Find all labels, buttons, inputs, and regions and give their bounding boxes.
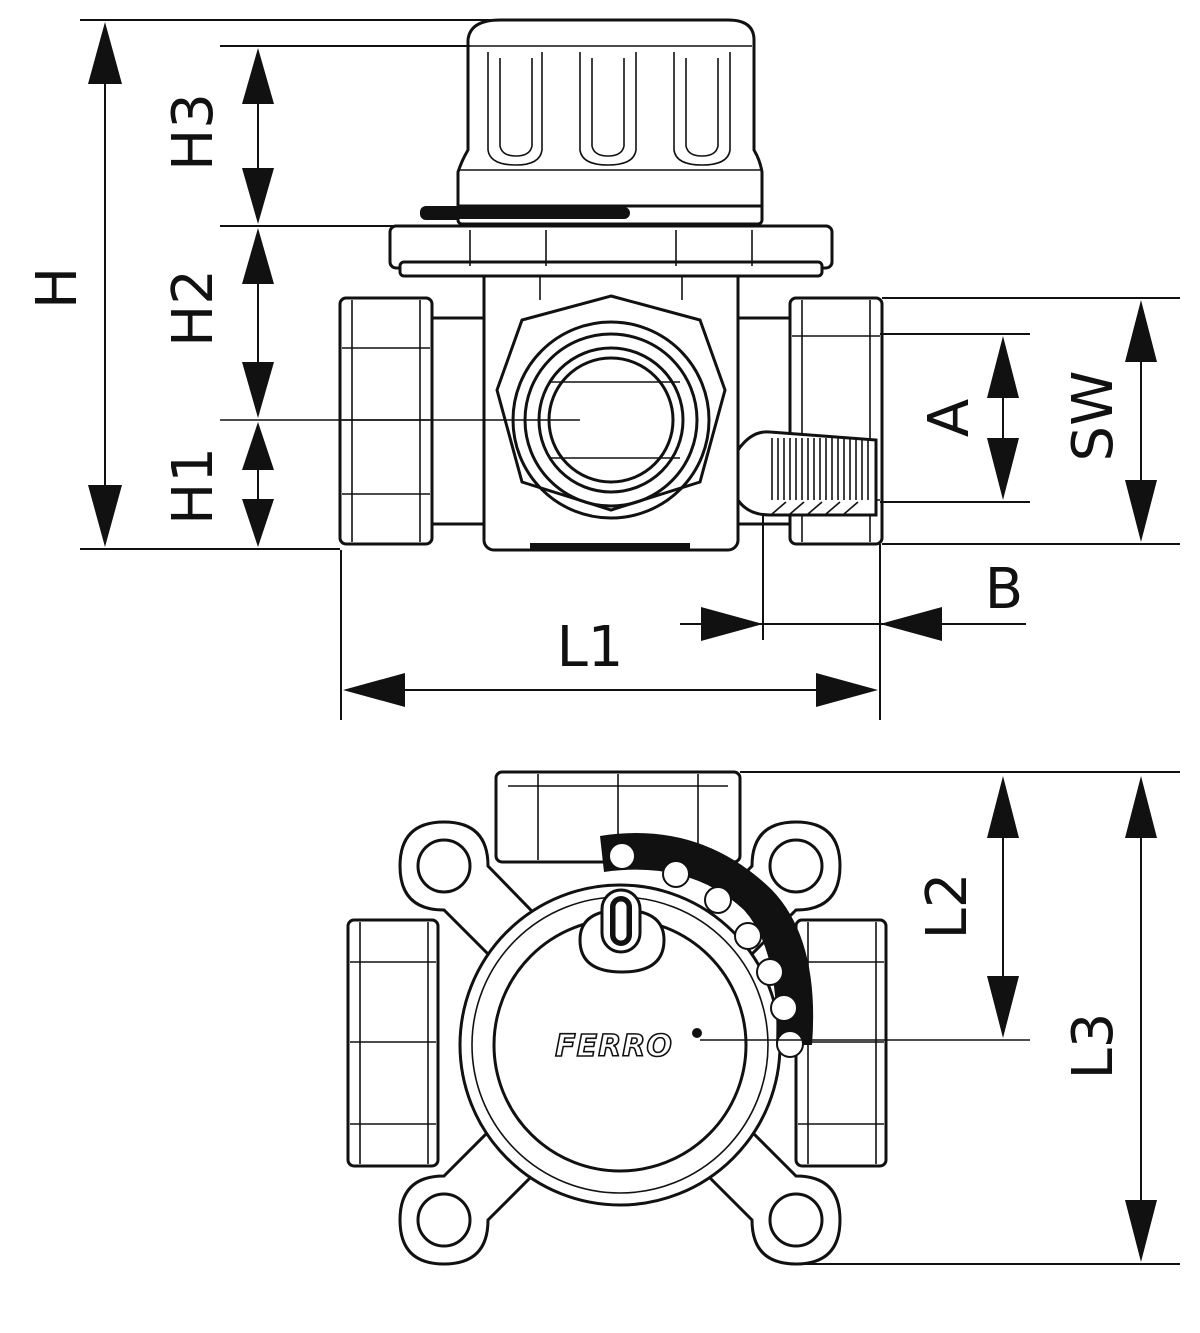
scale-dot — [734, 922, 762, 950]
section-hatch — [807, 501, 823, 515]
scale-dot — [662, 860, 690, 888]
label-B: B — [985, 557, 1023, 622]
top-dimensions: L2 L3 — [740, 771, 1180, 1265]
left-port — [338, 296, 486, 546]
scale-strip — [420, 202, 764, 226]
scale-dot — [770, 994, 798, 1022]
thread-section — [736, 430, 878, 517]
side-view — [220, 18, 884, 552]
left-port-top — [346, 918, 440, 1168]
scale-arc — [600, 833, 814, 1058]
label-L3: L3 — [1061, 1013, 1126, 1080]
label-H: H — [25, 267, 90, 309]
label-H3: H3 — [161, 93, 226, 171]
scale-dot — [704, 886, 732, 914]
handle — [578, 888, 666, 974]
label-H1: H1 — [161, 447, 226, 525]
valve-head — [458, 883, 782, 1207]
front-port — [495, 294, 727, 520]
section-hatch — [789, 501, 805, 515]
scale-dot — [756, 958, 784, 986]
brand-text: FERRO — [555, 1029, 673, 1064]
section-hatch — [843, 501, 859, 515]
label-A: A — [917, 399, 982, 437]
side-dimensions: H H3 H2 H1 A SW B L1 — [25, 19, 1180, 720]
top-view: FERRO — [346, 770, 1030, 1266]
label-L2: L2 — [915, 873, 980, 940]
label-H2: H2 — [161, 269, 226, 347]
brand-logo: FERRO — [554, 1028, 702, 1065]
section-hatch — [771, 501, 787, 515]
label-SW: SW — [1061, 371, 1126, 462]
label-L1: L1 — [557, 615, 624, 680]
scale-dot — [776, 1030, 804, 1058]
knob — [456, 18, 764, 208]
section-hatch — [825, 501, 841, 515]
scale-dot — [608, 842, 636, 870]
mounting-plate — [388, 224, 834, 278]
right-port-top — [794, 918, 888, 1168]
